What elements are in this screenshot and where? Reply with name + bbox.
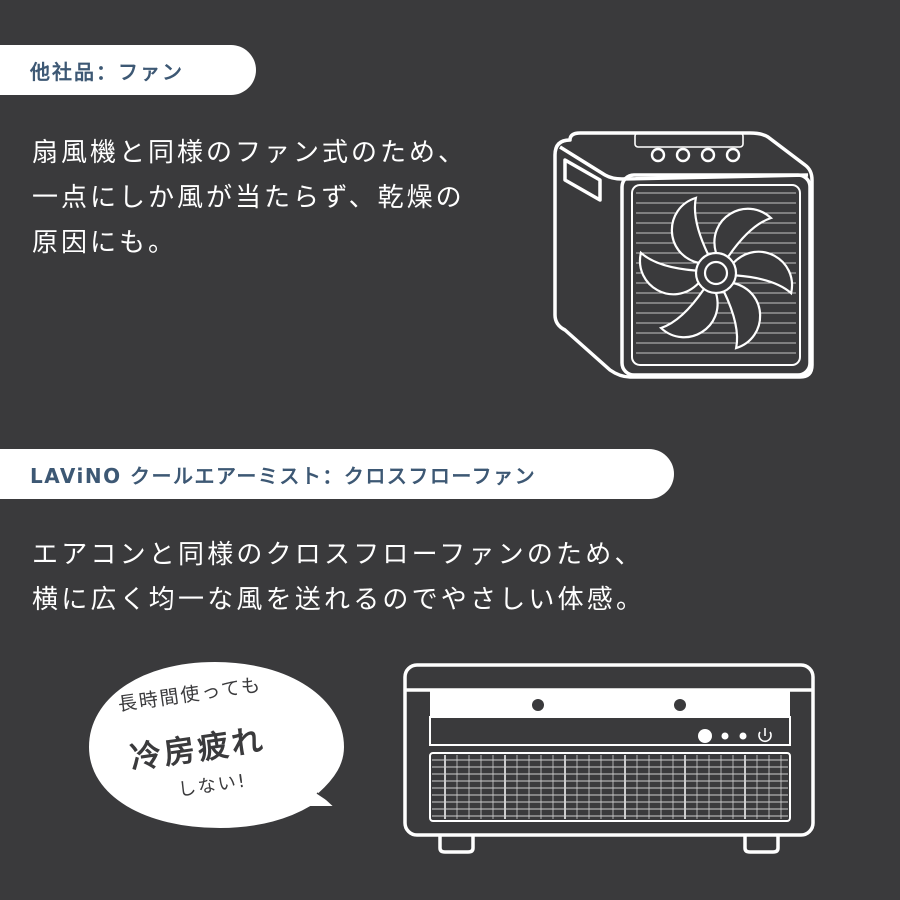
section-1-description: 扇風機と同様のファン式のため、 一点にしか風が当たらず、乾燥の 原因にも。 <box>32 131 467 266</box>
fan-cooler-illustration <box>553 131 814 379</box>
section-2-label-text: LAViNO クールエアーミスト：クロスフローファン <box>30 463 537 488</box>
section-1-label: 他社品：ファン <box>0 45 256 95</box>
section-1-line-1: 扇風機と同様のファン式のため、 <box>32 138 468 168</box>
section-2-line-2: 横に広く均一な風を送れるのでやさしい体感。 <box>32 585 646 615</box>
section-2-line-1: エアコンと同様のクロスフローファンのため、 <box>32 540 644 570</box>
section-1-label-text: 他社品：ファン <box>30 59 184 84</box>
section-1-line-3: 原因にも。 <box>32 228 178 258</box>
speech-bubble <box>88 661 345 829</box>
section-1-line-2: 一点にしか風が当たらず、乾燥の <box>32 183 465 213</box>
section-2-description: エアコンと同様のクロスフローファンのため、 横に広く均一な風を送れるのでやさしい… <box>32 533 645 623</box>
cross-flow-fan-device-illustration <box>403 663 815 854</box>
section-2-label: LAViNO クールエアーミスト：クロスフローファン <box>0 449 674 499</box>
